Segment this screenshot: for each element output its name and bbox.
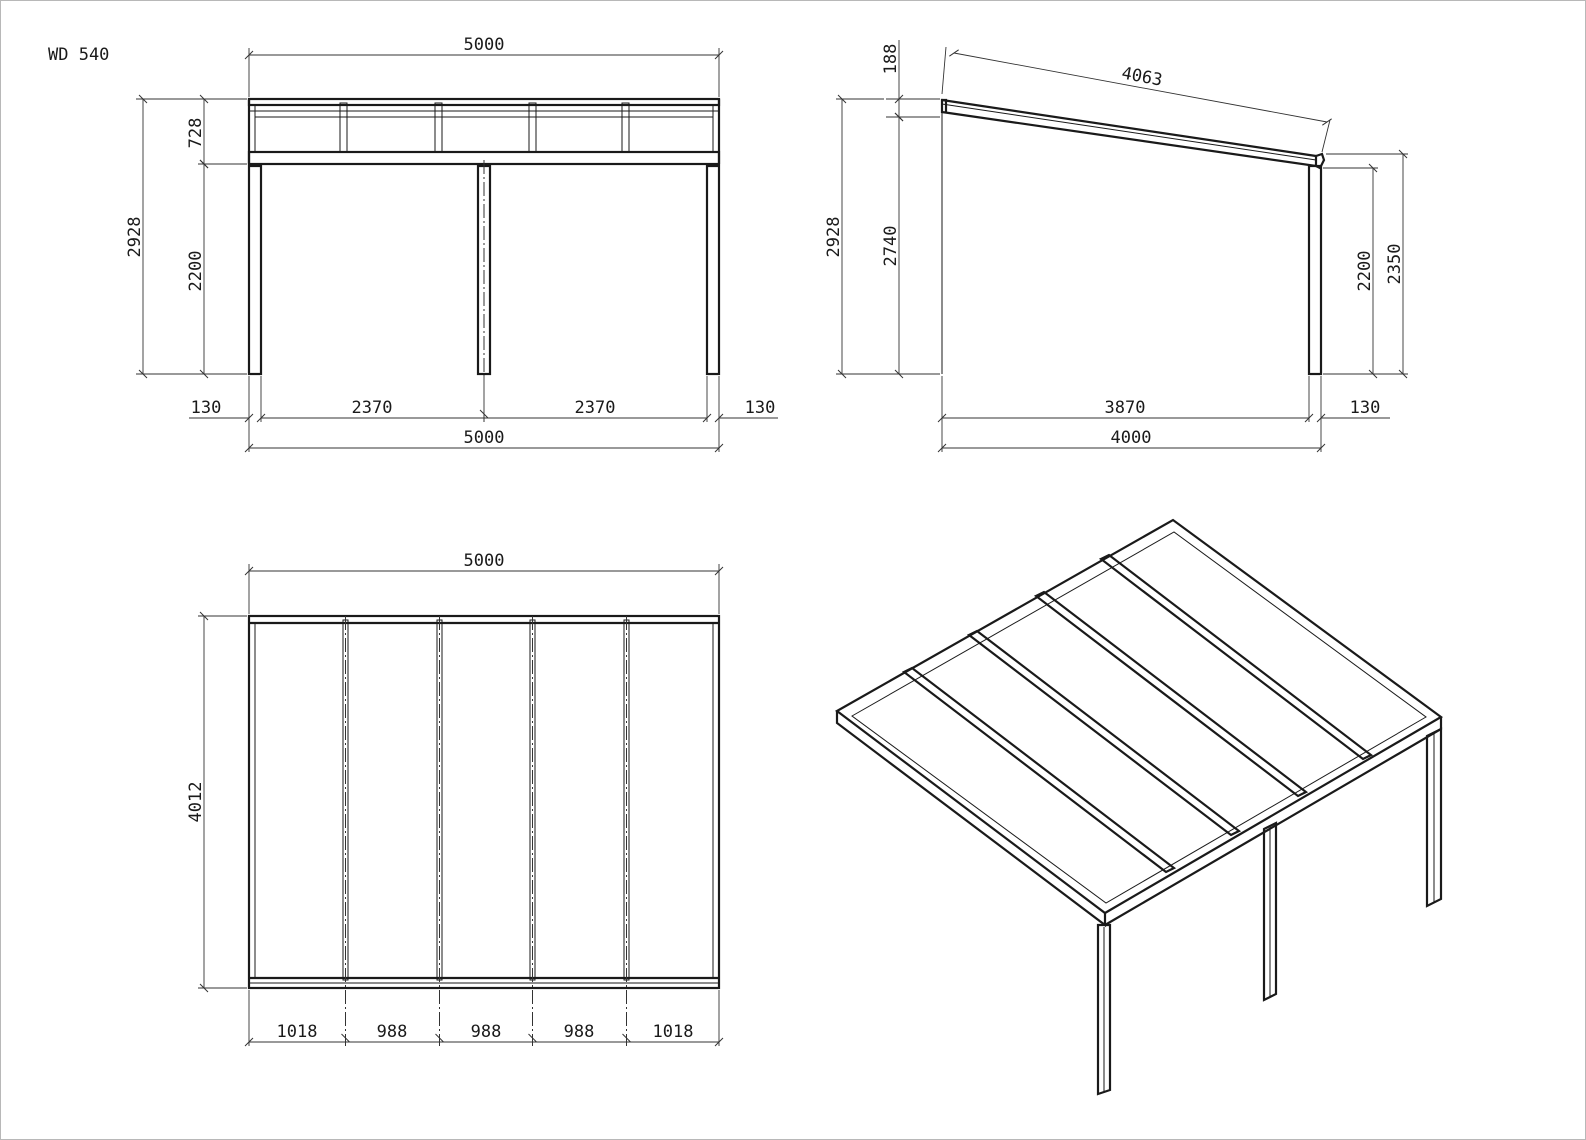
dim-plan-bay-3: 988: [471, 1022, 502, 1042]
front-view: 5000 2928 728 2200 130 2370 2370 130 500…: [125, 35, 778, 453]
dim-side-top-offset: 188: [881, 44, 901, 75]
plan-rafters: [342, 616, 630, 1046]
dim-side-depth-inner: 3870: [1105, 398, 1146, 418]
front-rafters: [339, 102, 630, 153]
dim-front-span-right: 2370: [575, 398, 616, 418]
front-top-rail: [247, 97, 721, 107]
front-post-left: [247, 164, 263, 376]
dim-plan-depth: 4012: [186, 782, 206, 823]
dim-front-total-height: 2928: [125, 217, 145, 258]
dim-side-total-height: 2928: [824, 217, 844, 258]
dim-plan-bay-2: 988: [377, 1022, 408, 1042]
side-post: [1307, 164, 1323, 376]
dim-side-post-height: 2200: [1355, 251, 1375, 292]
iso-posts: [1096, 727, 1443, 1096]
plan-outline: [247, 614, 721, 990]
isometric-view: [835, 518, 1444, 1096]
dim-side-depth-total: 4000: [1111, 428, 1152, 448]
side-view: 188 4063 2928 2740 2200 2350 3870 130 40…: [824, 40, 1408, 453]
dim-plan-width: 5000: [464, 551, 505, 571]
dim-plan-bay-5: 1018: [653, 1022, 694, 1042]
dim-front-bottom-width: 5000: [464, 428, 505, 448]
dim-front-top-width: 5000: [464, 35, 505, 55]
front-post-right: [705, 164, 721, 376]
dim-side-roof-length: 4063: [1120, 64, 1164, 91]
dim-plan-bay-1: 1018: [277, 1022, 318, 1042]
dim-side-overhang: 130: [1350, 398, 1381, 418]
dim-front-left-overhang: 130: [191, 398, 222, 418]
dim-front-right-overhang: 130: [745, 398, 776, 418]
dim-side-wall-height: 2740: [881, 226, 901, 267]
plan-view: 5000 4012 1018 988 988 988 1018: [186, 551, 724, 1047]
model-title: WD 540: [48, 45, 109, 65]
dim-front-span-left: 2370: [352, 398, 393, 418]
dim-front-roof-height: 728: [186, 118, 206, 149]
dim-plan-bay-4: 988: [564, 1022, 595, 1042]
dim-front-post-height: 2200: [186, 251, 206, 292]
iso-rafters: [901, 553, 1374, 874]
dim-side-front-height: 2350: [1385, 244, 1405, 285]
